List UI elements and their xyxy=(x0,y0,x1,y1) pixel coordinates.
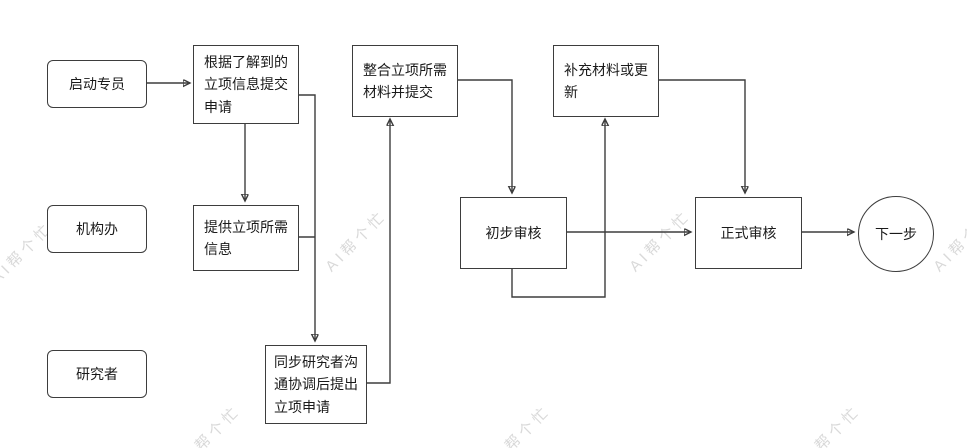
node-supplement-update: 补充材料或更 新 xyxy=(553,45,659,117)
node-provide-info: 提供立项所需 信息 xyxy=(193,205,299,271)
node-label: 补充材料或更 新 xyxy=(564,61,648,100)
lane-label-text: 研究者 xyxy=(76,366,118,382)
connector-preliminary-to-supplement xyxy=(511,119,605,298)
node-label: 提供立项所需 信息 xyxy=(204,218,288,257)
node-sync-researcher-communication: 同步研究者沟 通协调后提出 立项申请 xyxy=(265,345,367,424)
node-label: 同步研究者沟 通协调后提出 立项申请 xyxy=(274,353,358,415)
node-preliminary-review: 初步审核 xyxy=(460,197,567,269)
node-integrate-materials: 整合立项所需 材料并提交 xyxy=(352,45,458,117)
lane-label-institution-office: 机构办 xyxy=(47,205,147,253)
node-label: 下一步 xyxy=(875,225,917,242)
connector-integrate-to-preliminary xyxy=(456,79,512,193)
node-next-step-terminal: 下一步 xyxy=(858,196,934,272)
node-label: 根据了解到的 立项信息提交 申请 xyxy=(204,53,288,115)
connector-sync-to-integrate xyxy=(365,119,390,384)
node-label: 整合立项所需 材料并提交 xyxy=(363,61,447,100)
lane-label-text: 机构办 xyxy=(76,221,118,237)
lane-label-text: 启动专员 xyxy=(69,76,125,92)
connector-submit-to-sync xyxy=(297,94,315,341)
node-formal-review: 正式审核 xyxy=(695,197,802,269)
lane-label-researcher: 研究者 xyxy=(47,350,147,398)
node-label: 初步审核 xyxy=(485,224,542,241)
node-label: 正式审核 xyxy=(720,224,777,241)
node-submit-application: 根据了解到的 立项信息提交 申请 xyxy=(193,45,299,124)
connector-supplement-to-formal xyxy=(657,79,745,193)
lane-label-startup-specialist: 启动专员 xyxy=(47,60,147,108)
